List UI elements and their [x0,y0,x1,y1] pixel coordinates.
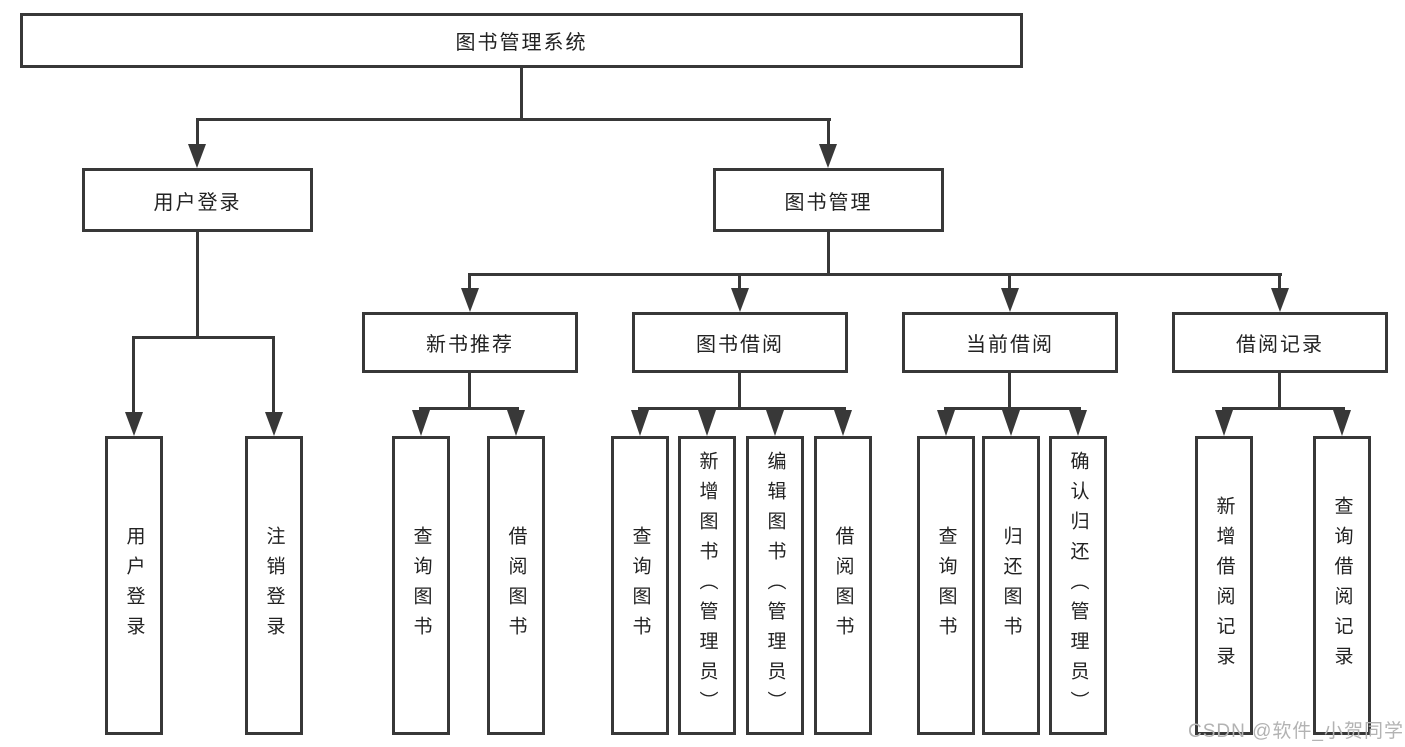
leaf-label: 查询借阅记录 [1331,495,1353,676]
leaf-search-borrow-record: 查询借阅记录 [1313,436,1371,735]
arrow-down-icon [1271,288,1289,312]
leaf-add-borrow-record: 新增借阅记录 [1195,436,1253,735]
leaf-label: 借阅图书 [832,525,854,646]
node-book-management: 图书管理 [713,168,944,232]
arrow-down-icon [461,288,479,312]
arrow-down-icon [834,410,852,436]
arrow-down-icon [937,410,955,436]
leaf-label: 查询图书 [410,525,432,646]
connector-line [132,336,275,339]
node-label: 图书借阅 [696,334,784,356]
node-label: 图书管理 [784,191,873,214]
leaf-search-books-current: 查询图书 [917,436,975,735]
leaf-label: 借阅图书 [505,525,527,646]
connector-line [196,118,831,121]
connector-line [738,273,741,291]
node-current-borrowing: 当前借阅 [902,312,1118,373]
node-library-management-system: 图书管理系统 [20,13,1023,68]
leaf-label: 用户登录 [123,525,145,646]
arrow-down-icon [265,412,283,436]
leaf-return-books: 归还图书 [982,436,1040,735]
arrow-down-icon [507,410,525,436]
connector-line [196,118,199,148]
connector-line [738,373,741,410]
connector-line [1222,407,1345,410]
leaf-label: 编辑图书（管理员） [764,450,786,721]
leaf-logout: 注销登录 [245,436,303,735]
leaf-label: 新增图书（管理员） [696,450,718,721]
connector-line [944,407,1081,410]
arrow-down-icon [1001,288,1019,312]
arrow-down-icon [1333,410,1351,436]
node-label: 当前借阅 [966,334,1054,356]
node-book-borrowing: 图书借阅 [632,312,848,373]
connector-line [638,407,846,410]
node-new-book-recommendation: 新书推荐 [362,312,578,373]
connector-line [419,407,519,410]
leaf-label: 归还图书 [1000,525,1022,646]
leaf-label: 查询图书 [935,525,957,646]
arrow-down-icon [188,144,206,168]
leaf-edit-book-admin: 编辑图书（管理员） [746,436,804,735]
node-label: 图书管理系统 [455,32,588,54]
leaf-borrow-books-borrowing: 借阅图书 [814,436,872,735]
leaf-label: 确认归还（管理员） [1067,450,1089,721]
node-user-login: 用户登录 [82,168,313,232]
node-label: 借阅记录 [1236,334,1324,356]
connector-line [827,232,830,276]
node-borrowing-records: 借阅记录 [1172,312,1388,373]
leaf-search-books-recommend: 查询图书 [392,436,450,735]
connector-line [132,336,135,416]
leaf-label: 查询图书 [629,525,651,646]
connector-line [1278,373,1281,410]
arrow-down-icon [731,288,749,312]
leaf-label: 新增借阅记录 [1213,495,1235,676]
arrow-down-icon [125,412,143,436]
arrow-down-icon [1002,410,1020,436]
arrow-down-icon [698,410,716,436]
leaf-add-book-admin: 新增图书（管理员） [678,436,736,735]
leaf-confirm-return-admin: 确认归还（管理员） [1049,436,1107,735]
arrow-down-icon [819,144,837,168]
node-label: 用户登录 [153,191,242,214]
connector-line [520,68,523,121]
node-label: 新书推荐 [426,334,514,356]
leaf-search-books-borrowing: 查询图书 [611,436,669,735]
leaf-user-login: 用户登录 [105,436,163,735]
connector-line [272,336,275,416]
connector-line [196,232,199,339]
connector-line [1008,273,1011,291]
arrow-down-icon [766,410,784,436]
arrow-down-icon [1215,410,1233,436]
connector-line [468,273,1282,276]
arrow-down-icon [631,410,649,436]
connector-line [1008,373,1011,410]
connector-line [468,273,471,291]
arrow-down-icon [1069,410,1087,436]
arrow-down-icon [412,410,430,436]
leaf-label: 注销登录 [263,525,285,646]
connector-line [468,373,471,410]
connector-line [827,118,830,148]
leaf-borrow-books-recommend: 借阅图书 [487,436,545,735]
connector-line [1278,273,1281,291]
watermark-text: CSDN @软件_小贺同学 [1188,721,1404,742]
